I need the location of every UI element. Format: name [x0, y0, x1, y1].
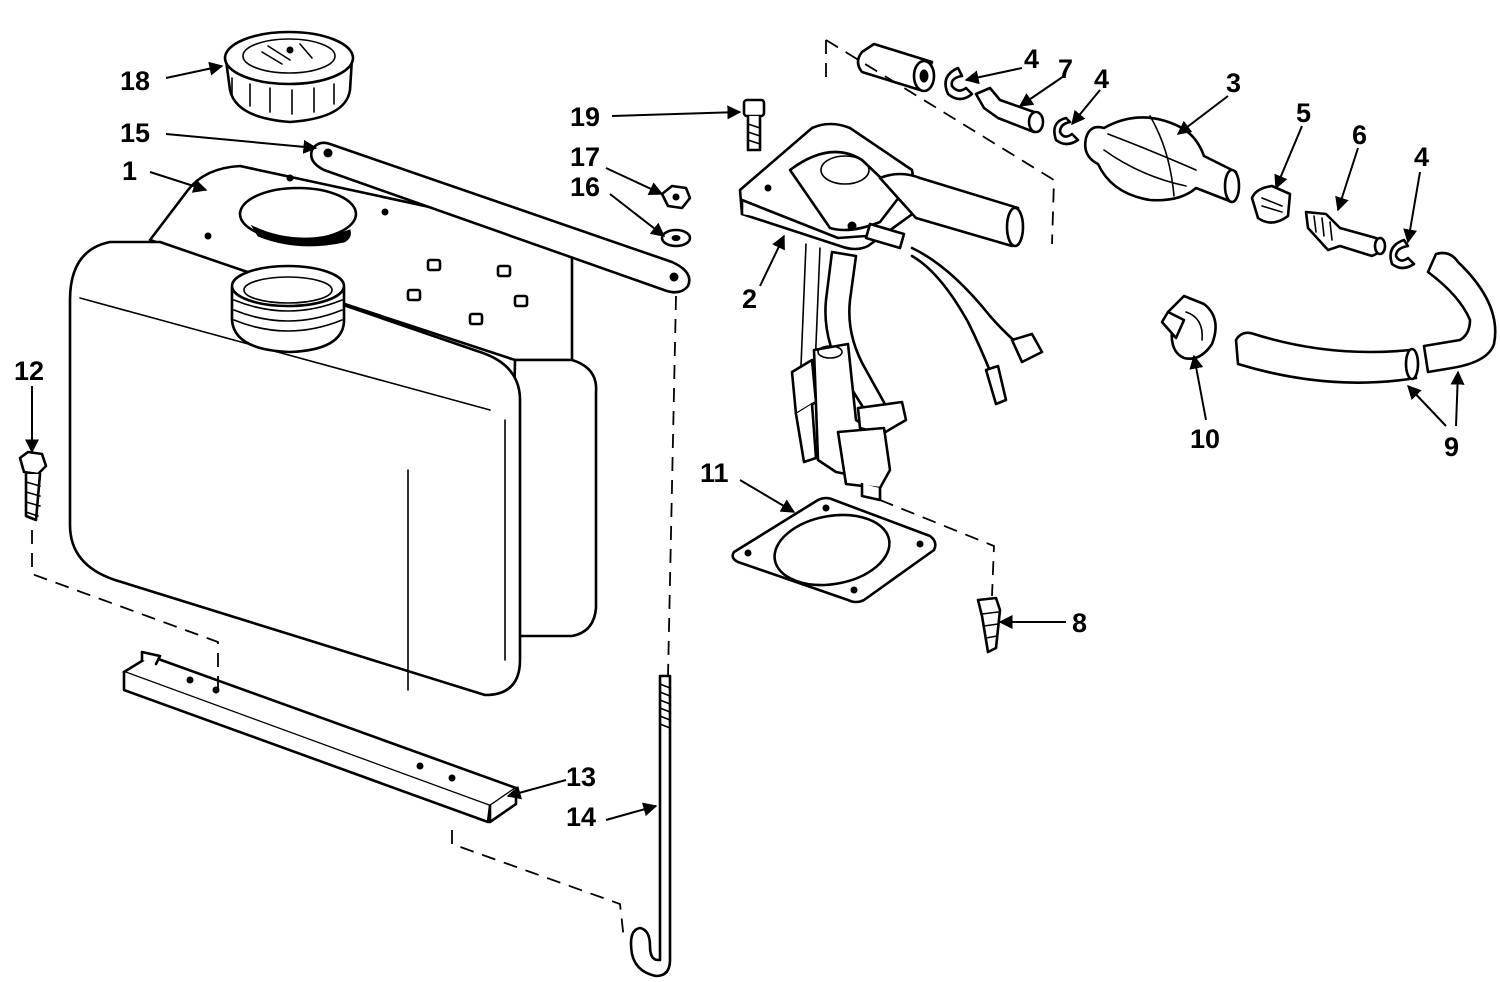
callout-4-b: 4	[1094, 64, 1109, 94]
callout-2: 2	[742, 284, 757, 314]
callout-1: 1	[122, 156, 137, 186]
washer-16	[660, 228, 692, 248]
callout-17: 17	[570, 142, 600, 172]
leader-lines	[25, 61, 1465, 821]
hose-clamp-10	[1160, 294, 1217, 360]
callout-16: 16	[570, 172, 600, 202]
callout-6: 6	[1352, 120, 1367, 150]
clamp-4b	[1053, 116, 1080, 146]
callout-9: 9	[1444, 432, 1459, 462]
callout-5: 5	[1296, 98, 1311, 128]
assembly-lines	[31, 39, 1055, 941]
primer-bulb	[1083, 115, 1241, 204]
bolt-19	[742, 98, 766, 152]
callout-11: 11	[700, 458, 729, 488]
fuel-tank	[68, 164, 598, 697]
callout-15: 15	[120, 118, 150, 148]
hold-down-strap	[309, 141, 691, 294]
callout-14: 14	[566, 802, 596, 832]
callout-7: 7	[1058, 54, 1073, 84]
check-valve-5	[1250, 184, 1292, 224]
gasket	[731, 496, 937, 604]
callout-labels: 18 15 1 12 19 17 16 2 4 7 4 3 5 6 4 10 9…	[14, 44, 1459, 832]
clamp-4a	[944, 66, 974, 101]
callout-12: 12	[14, 356, 44, 386]
callout-18: 18	[120, 66, 150, 96]
fuel-pickup-assembly	[738, 122, 1044, 502]
fuel-cap	[223, 30, 355, 124]
screw-8	[976, 596, 1002, 654]
j-bolt	[629, 674, 672, 978]
callout-13: 13	[566, 762, 596, 792]
fuel-hose	[1234, 251, 1497, 384]
callout-10: 10	[1190, 424, 1220, 454]
connector-6	[1304, 210, 1387, 258]
bolt-12	[18, 450, 48, 522]
hose-piece	[856, 42, 936, 93]
mounting-bracket	[122, 650, 518, 824]
clamp-4c	[1389, 238, 1416, 270]
callout-19: 19	[570, 102, 600, 132]
connector-7	[974, 86, 1045, 134]
callout-4-a: 4	[1024, 44, 1039, 74]
nut-17	[660, 184, 692, 210]
callout-4-c: 4	[1414, 142, 1429, 172]
callout-8: 8	[1072, 608, 1087, 638]
callout-3: 3	[1226, 68, 1241, 98]
